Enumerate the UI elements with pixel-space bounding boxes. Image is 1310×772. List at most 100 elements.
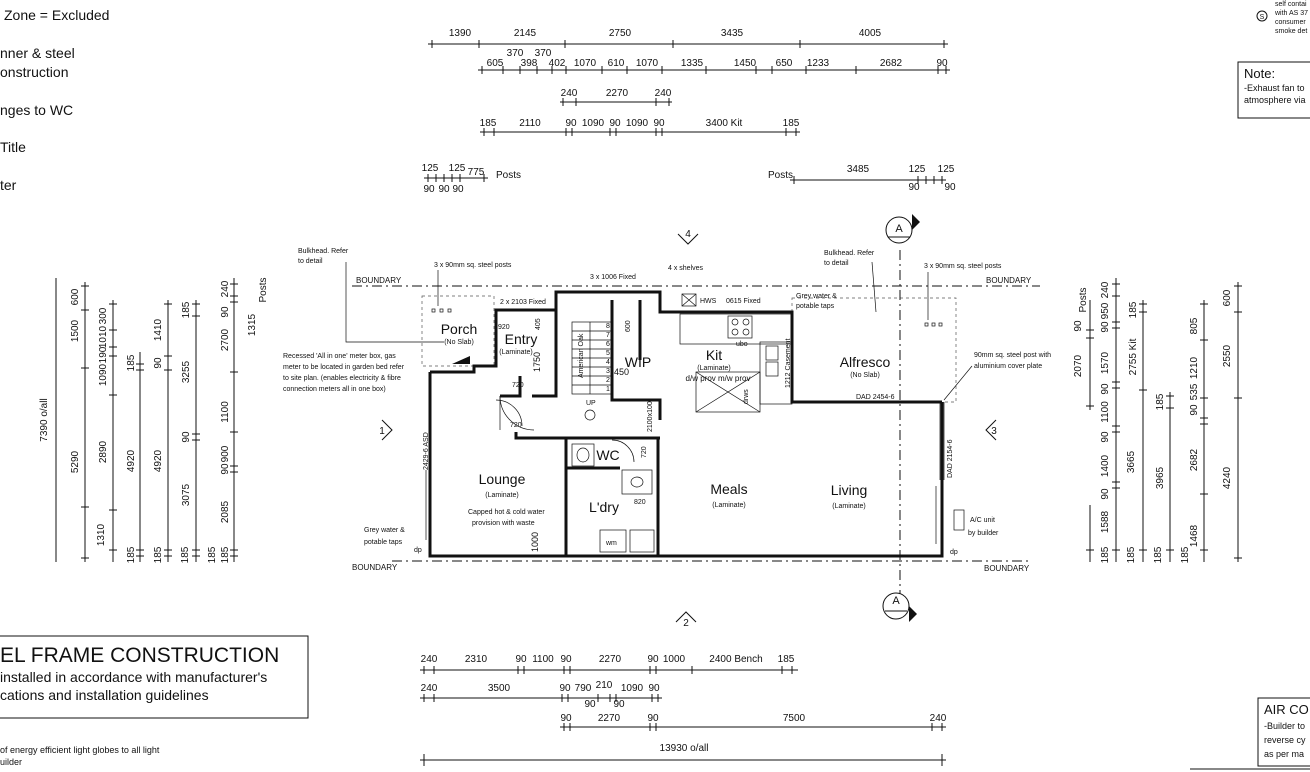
left-dimensions: 7390 o/all 600 1500 5290 1310 300 1010 1… xyxy=(39,277,269,563)
room-lounge: Lounge xyxy=(479,471,526,487)
dim-label: 3435 xyxy=(721,28,744,39)
dim-label: 2550 xyxy=(1222,344,1233,367)
dim-label: 600 xyxy=(70,288,81,305)
legend-left: Zone = Excluded nner & steel onstruction… xyxy=(0,7,109,193)
posts-label: Posts xyxy=(496,170,521,181)
dim-label: 185 xyxy=(778,654,795,665)
window-note: 1212 Casement xyxy=(785,339,792,388)
dim-label: 1310 xyxy=(96,523,107,546)
dim-label: 3075 xyxy=(181,483,192,506)
dim-label: 240 xyxy=(421,683,438,694)
dim-label: 1090 xyxy=(626,118,649,129)
legend-line: Zone = Excluded xyxy=(4,7,109,23)
dim-label: 90 xyxy=(653,118,665,129)
dim-label: 805 xyxy=(1189,317,1200,334)
dim-label: 2270 xyxy=(598,713,621,724)
dim-label: 185 xyxy=(126,354,137,371)
dim-label: 90 xyxy=(936,58,948,69)
room-meals: Meals xyxy=(710,481,747,497)
room-entry-finish: (Laminate) xyxy=(499,349,532,356)
boundary-label: BOUNDARY xyxy=(986,276,1032,285)
dim-label: 90 xyxy=(648,683,660,694)
window-note: 2429-6 ASD xyxy=(423,432,430,470)
dim-label: 450 xyxy=(614,367,629,377)
stair-step: 2 xyxy=(606,377,610,384)
window-note: 2 x 2103 Fixed xyxy=(500,299,546,306)
door-note: DAD 2454-6 xyxy=(856,394,895,401)
dim-label: 1570 xyxy=(1100,351,1111,374)
dim-label: 185 xyxy=(126,546,137,563)
dim-label: 90 xyxy=(647,713,659,724)
dim-label: 185 xyxy=(1126,546,1137,563)
dim-label: 90 xyxy=(944,182,956,193)
boundary-label: BOUNDARY xyxy=(984,564,1030,573)
door-size: 720 xyxy=(510,422,522,429)
dim-label: 90 xyxy=(438,184,450,195)
dim-label: 90 xyxy=(1100,383,1111,395)
dim-label: 125 xyxy=(449,163,466,174)
stair-step: 7 xyxy=(606,332,610,339)
dim-label: 185 xyxy=(1153,546,1164,563)
dim-label: 90 xyxy=(452,184,464,195)
grey-water-note: potable taps xyxy=(796,303,835,310)
meter-note: connection meters all in one box) xyxy=(283,386,386,393)
boundary-lines: BOUNDARY BOUNDARY BOUNDARY BOUNDARY xyxy=(352,276,1040,573)
dim-label: 600 xyxy=(1222,289,1233,306)
room-kitchen: Kit xyxy=(706,347,722,363)
ac-note: A/C unit xyxy=(970,517,995,524)
dim-label: 600 xyxy=(625,320,632,332)
boundary-label: BOUNDARY xyxy=(356,276,402,285)
door-note: DAD 2154-6 xyxy=(947,439,954,478)
overall-depth: 7390 o/all xyxy=(39,398,50,441)
stair-step: 4 xyxy=(606,359,610,366)
dim-label: 4920 xyxy=(153,449,164,472)
dim-label: 1100 xyxy=(1100,401,1111,423)
stair-step: 6 xyxy=(606,341,610,348)
dim-label: 185 xyxy=(153,546,164,563)
dim-label: 4005 xyxy=(859,28,882,39)
dim-label: 1400 xyxy=(1100,454,1111,477)
dim-label: 370 xyxy=(535,48,552,59)
dim-label: 1588 xyxy=(1100,510,1111,533)
dim-label: 90 xyxy=(560,713,572,724)
bulkhead-note: to detail xyxy=(298,258,323,265)
grey-water-note: potable taps xyxy=(364,539,403,546)
note-line: consumer xyxy=(1275,19,1306,26)
elevation-label: 3 xyxy=(991,426,997,437)
dim-label: 1000 xyxy=(530,532,540,552)
steel-frame-box: EL FRAME CONSTRUCTION installed in accor… xyxy=(0,635,309,719)
dim-label: 3485 xyxy=(847,164,870,175)
dim-label: 185 xyxy=(1180,546,1191,563)
door-size: 720 xyxy=(512,382,524,389)
wm-note: wm xyxy=(605,540,617,547)
dim-label: 370 xyxy=(507,48,524,59)
elevation-label: 2 xyxy=(683,618,689,629)
stair-up: UP xyxy=(586,400,596,407)
dim-label: 535 xyxy=(1189,383,1200,400)
dim-label: 90 xyxy=(1100,321,1111,333)
overall-width: 13930 o/all xyxy=(660,743,709,754)
dim-label: 2145 xyxy=(514,28,537,39)
top-dimensions: 1390 2145 2750 3435 4005 370 370 605 398… xyxy=(422,28,956,195)
kitchen-provisions: d/w prov m/w prov xyxy=(686,374,751,383)
dim-label: 2400 Bench xyxy=(709,654,762,665)
dim-label: 1100 xyxy=(220,401,231,423)
air-con-title: AIR CO xyxy=(1264,702,1309,717)
steel-frame-line: installed in accordance with manufacture… xyxy=(0,669,267,685)
bottom-note-line: uilder xyxy=(0,757,22,767)
meter-note: meter to be located in garden bed refer xyxy=(283,364,405,371)
note-box-title: Note: xyxy=(1244,66,1275,81)
room-wc: WC xyxy=(596,447,619,463)
elevation-label: 4 xyxy=(685,229,691,240)
smoke-detector-symbol: S xyxy=(1260,14,1265,21)
door-size: 720 xyxy=(641,446,648,458)
stair-step: 1 xyxy=(606,386,610,393)
door-size: 2100x100 xyxy=(647,401,654,432)
room-laundry: L'dry xyxy=(589,499,619,515)
bulkhead-note: to detail xyxy=(824,260,849,267)
dim-label: 90 xyxy=(560,654,572,665)
smoke-detector-note: S self contai with AS 37 consumer smoke … xyxy=(1256,1,1308,35)
window-note: 0615 Fixed xyxy=(726,298,761,305)
door-size: 920 xyxy=(498,324,510,331)
